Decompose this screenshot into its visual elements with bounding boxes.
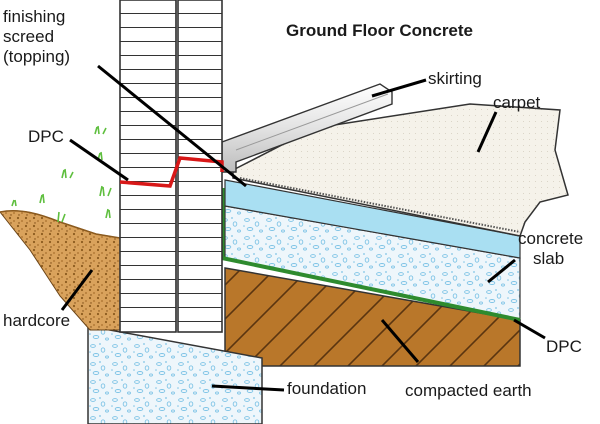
screed-layer (224, 179, 521, 259)
leader-foundation (211, 384, 285, 392)
inner-brick-wall (177, 0, 223, 333)
leader-dpc-right (513, 318, 546, 340)
compacted-earth-layer (224, 267, 521, 367)
label-finishing: finishing (3, 7, 65, 26)
diagram-title: Ground Floor Concrete (286, 21, 473, 40)
label-dpc-left: DPC (28, 127, 64, 146)
foundation-block (87, 325, 263, 424)
leader-hardcore (60, 269, 94, 311)
leader-carpet (476, 111, 498, 153)
leader-lines (60, 64, 546, 392)
label-dpc-right: DPC (546, 337, 582, 356)
label-screed: screed (3, 27, 54, 46)
label-concrete: concrete (518, 229, 583, 248)
label-foundation: foundation (287, 379, 366, 398)
label-topping: (topping) (3, 47, 70, 66)
outer-brick-wall (119, 0, 177, 333)
label-compacted-earth: compacted earth (405, 381, 532, 400)
leader-dpc-left (69, 138, 129, 182)
leader-concrete-slab (487, 258, 516, 284)
leader-skirting (371, 78, 427, 98)
label-slab: slab (533, 249, 564, 268)
skirting-board (221, 83, 393, 173)
label-carpet: carpet (493, 93, 541, 112)
label-hardcore: hardcore (3, 311, 70, 330)
leader-compacted-earth (380, 319, 420, 363)
leader-finishing-screed (97, 64, 247, 188)
label-skirting: skirting (428, 69, 482, 88)
dpc-membrane-green (221, 256, 521, 322)
